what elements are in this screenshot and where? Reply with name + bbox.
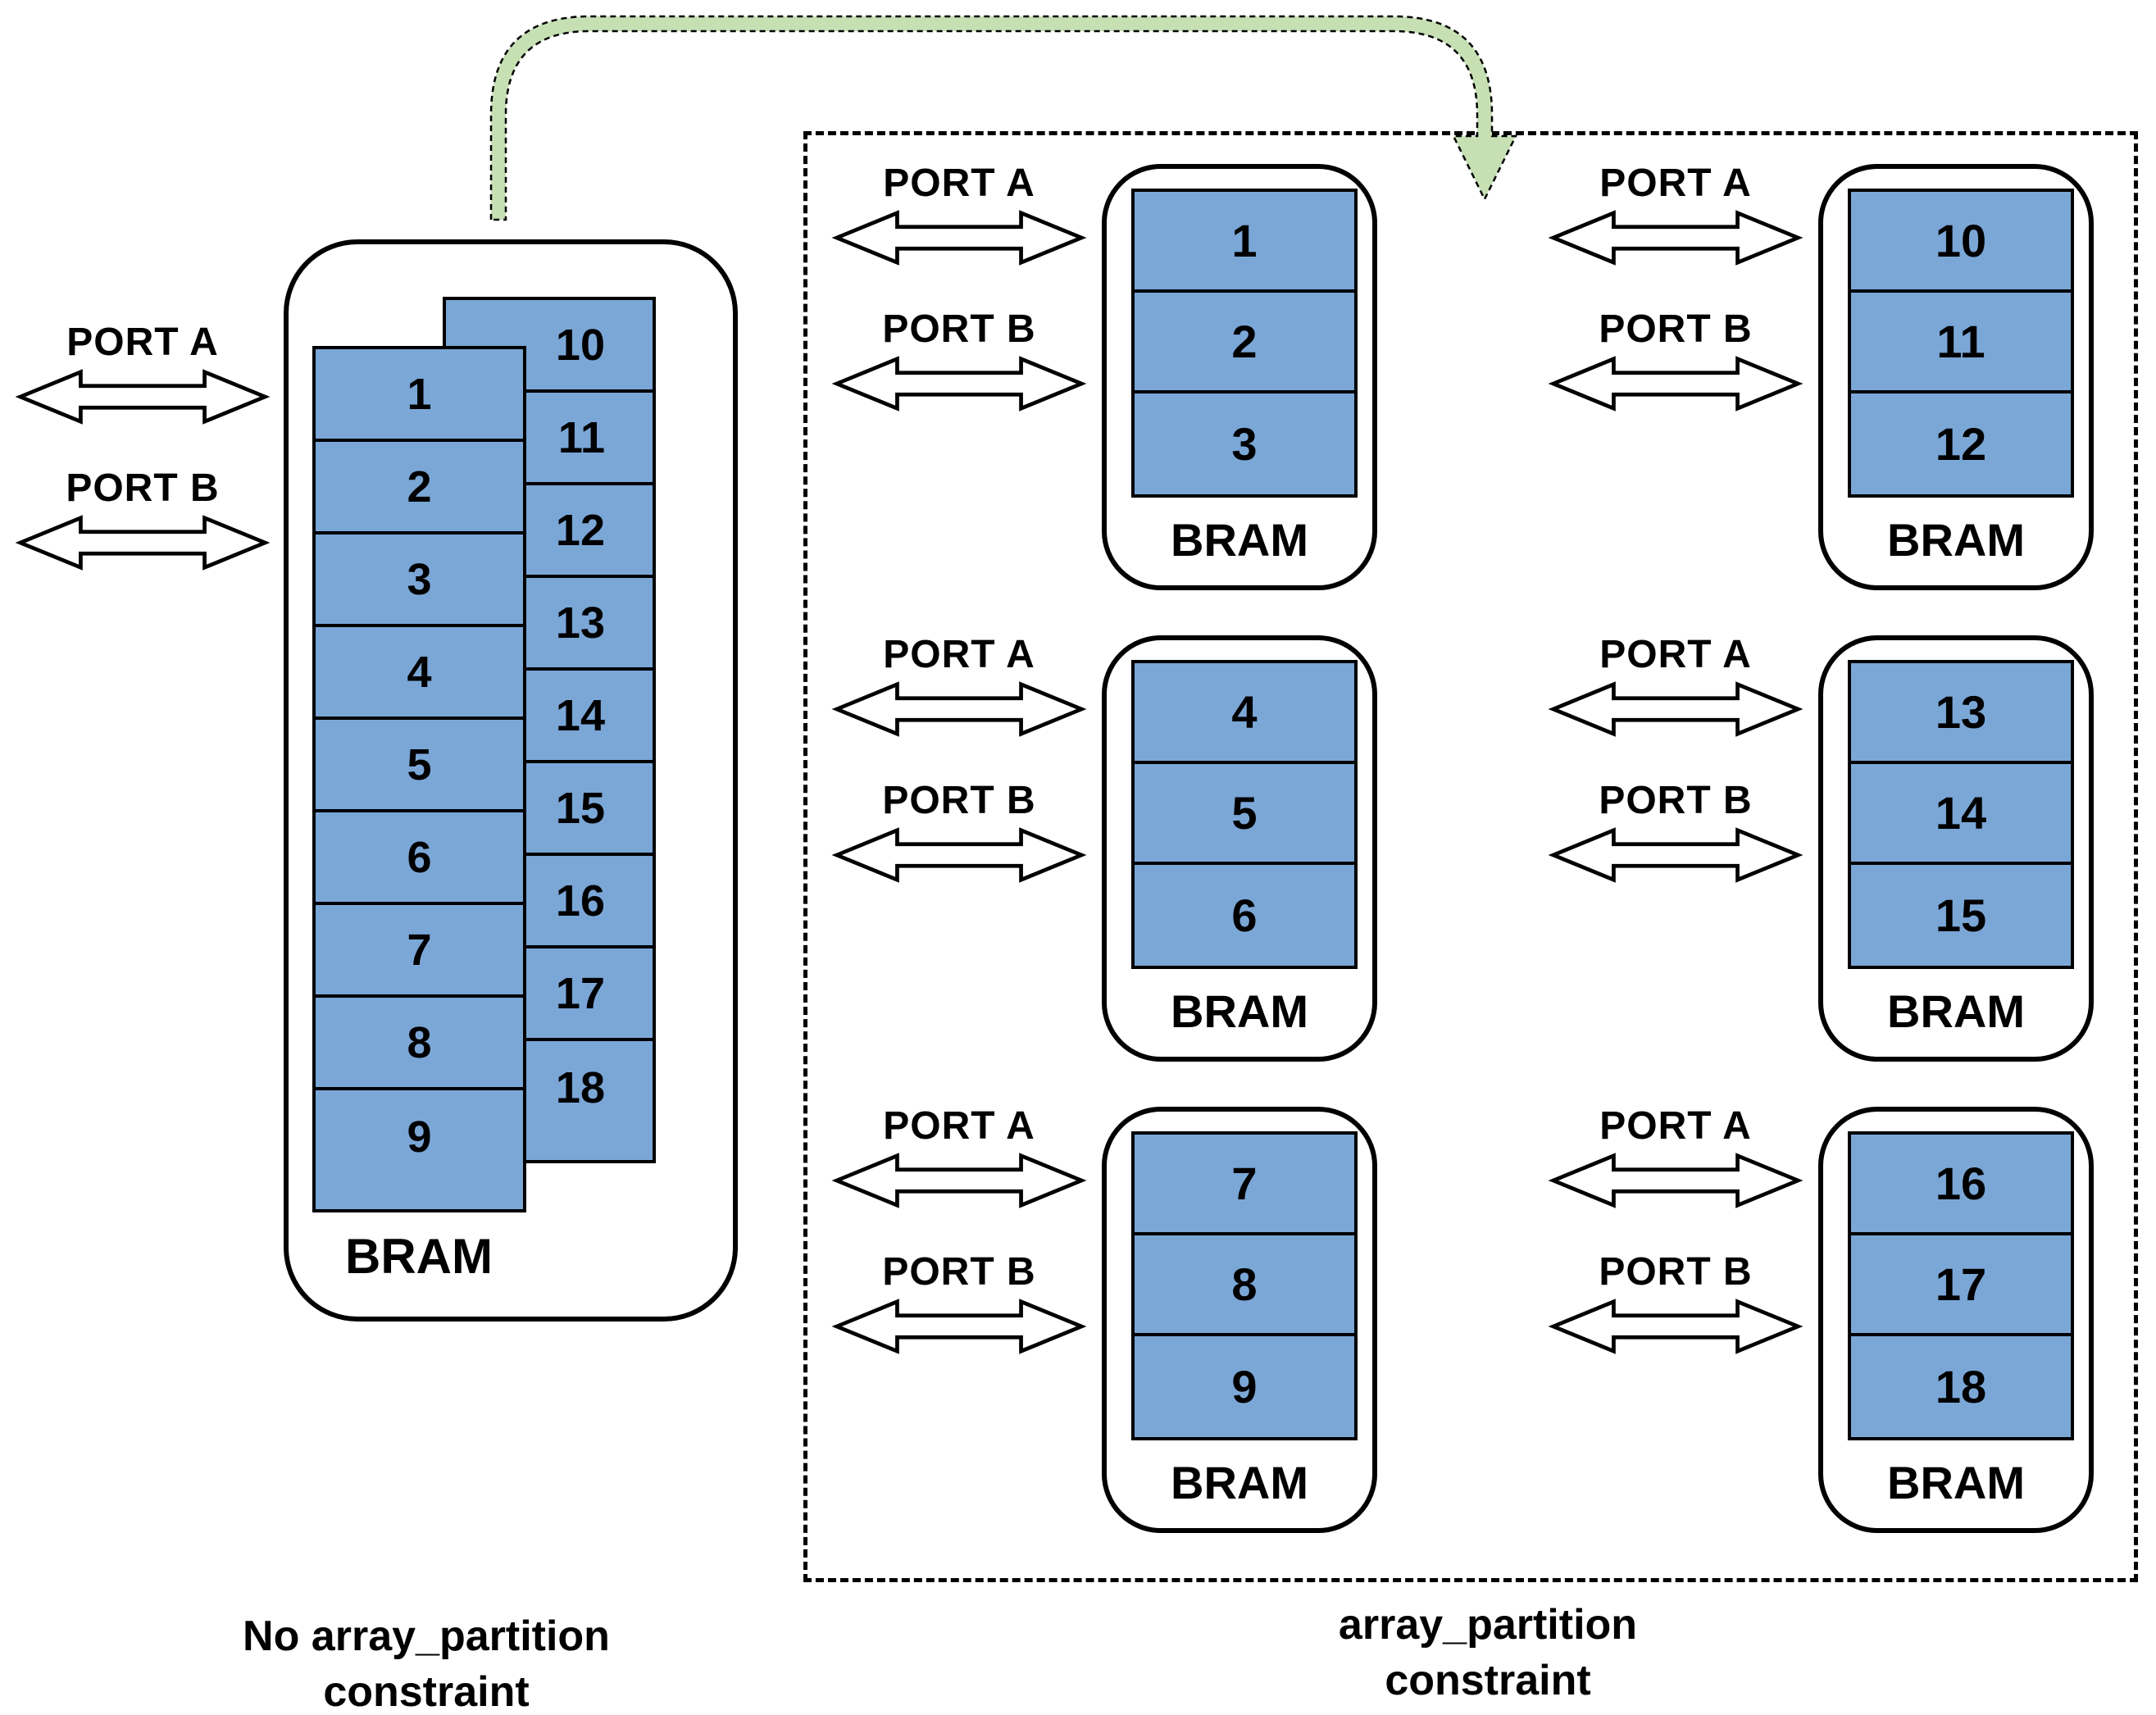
- memory-stack: 4 5 6: [1131, 660, 1358, 969]
- port-a-arrow-icon: [831, 681, 1087, 737]
- partitioned-bram-unit: 4 5 6 BRAM: [1102, 635, 1377, 1062]
- caption-no-partition: No array_partition constraint: [98, 1608, 754, 1715]
- port-a-arrow-icon: [1548, 210, 1803, 266]
- port-a-arrow-icon: [1548, 1153, 1803, 1208]
- port-group: PORT A PORT B: [1544, 161, 1807, 415]
- port-a-label: PORT A: [883, 633, 1035, 676]
- port-b-arrow-icon: [15, 515, 271, 571]
- bram-label: BRAM: [345, 1229, 493, 1284]
- bram-label: BRAM: [1171, 985, 1308, 1037]
- port-a-arrow-icon: [831, 1153, 1087, 1208]
- port-group-left-bram: PORT A PORT B: [11, 320, 274, 574]
- port-b-arrow-icon: [831, 1299, 1087, 1354]
- port-b-label: PORT B: [882, 779, 1036, 822]
- memory-cell: 13: [1851, 663, 2071, 764]
- memory-cell: 11: [446, 393, 653, 485]
- memory-cell: 14: [446, 671, 653, 763]
- memory-cell: 16: [446, 856, 653, 948]
- port-b-label: PORT B: [882, 1250, 1036, 1294]
- memory-cell: 4: [1135, 663, 1354, 764]
- port-b-arrow-icon: [1548, 356, 1803, 412]
- port-group: PORT A PORT B: [1544, 1103, 1807, 1358]
- memory-cell: 16: [1851, 1135, 2071, 1235]
- memory-cell: 6: [316, 812, 523, 905]
- memory-cell: 13: [446, 578, 653, 671]
- memory-cell: 7: [316, 905, 523, 998]
- port-a-arrow-icon: [831, 210, 1087, 266]
- caption-line: array_partition: [1338, 1601, 1638, 1649]
- port-b-label: PORT B: [882, 307, 1036, 351]
- bram-label: BRAM: [1887, 514, 2025, 566]
- memory-cell: 8: [1135, 1235, 1354, 1336]
- memory-cell: 7: [1135, 1135, 1354, 1235]
- port-b-label: PORT B: [1599, 1250, 1753, 1294]
- memory-cell: 5: [1135, 764, 1354, 865]
- memory-cell: 1: [1135, 192, 1354, 293]
- port-group: PORT A PORT B: [828, 161, 1090, 415]
- memory-cell: 2: [316, 442, 523, 535]
- partitioned-bram-unit: 1 2 3 BRAM: [1102, 164, 1377, 590]
- port-a-arrow-icon: [1548, 681, 1803, 737]
- port-a-label: PORT A: [1599, 161, 1752, 205]
- memory-cell: 10: [1851, 192, 2071, 293]
- port-b-arrow-icon: [1548, 1299, 1803, 1354]
- port-a-label: PORT A: [883, 161, 1035, 205]
- memory-cell: 12: [1935, 418, 1987, 470]
- port-a-label: PORT A: [1599, 1104, 1752, 1148]
- memory-stack: 16 17 18: [1848, 1131, 2074, 1440]
- caption-line: constraint: [323, 1668, 530, 1715]
- memory-stack: 13 14 15: [1848, 660, 2074, 969]
- port-b-label: PORT B: [66, 466, 220, 510]
- partitioned-bram-unit: 16 17 18 BRAM: [1818, 1107, 2094, 1533]
- bram-label: BRAM: [1887, 1457, 2025, 1508]
- port-b-arrow-icon: [831, 356, 1087, 412]
- memory-stack-front: 1 2 3 4 5 6 7 8 9: [312, 346, 526, 1212]
- bram-label: BRAM: [1887, 985, 2025, 1037]
- memory-cell: 10: [446, 300, 653, 393]
- memory-cell: 5: [316, 720, 523, 812]
- port-b-arrow-icon: [831, 827, 1087, 883]
- bram-label: BRAM: [1171, 1457, 1308, 1508]
- memory-cell: 12: [446, 485, 653, 578]
- port-b-arrow-icon: [1548, 827, 1803, 883]
- port-b-label: PORT B: [1599, 307, 1753, 351]
- partitioned-bram-unit: 13 14 15 BRAM: [1818, 635, 2094, 1062]
- port-a-label: PORT A: [883, 1104, 1035, 1148]
- memory-cell: 14: [1851, 764, 2071, 865]
- memory-cell: 18: [1935, 1361, 1987, 1412]
- memory-stack: 10 11 12: [1848, 189, 2074, 498]
- memory-cell: 4: [316, 627, 523, 720]
- memory-cell: 11: [1851, 293, 2071, 393]
- port-group: PORT A PORT B: [828, 632, 1090, 886]
- port-a-arrow-icon: [15, 369, 271, 425]
- port-group: PORT A PORT B: [828, 1103, 1090, 1358]
- caption-line: No array_partition: [243, 1613, 610, 1660]
- memory-cell: 18: [555, 1062, 605, 1112]
- memory-cell: 9: [1231, 1361, 1258, 1412]
- port-group: PORT A PORT B: [1544, 632, 1807, 886]
- memory-cell: 1: [316, 349, 523, 442]
- port-a-label: PORT A: [1599, 633, 1752, 676]
- memory-cell: 3: [1231, 418, 1258, 470]
- caption-partition: array_partition constraint: [1160, 1597, 1816, 1708]
- port-a-label: PORT A: [66, 321, 219, 364]
- memory-cell: 15: [1935, 889, 1987, 941]
- memory-cell: 17: [446, 948, 653, 1041]
- memory-cell: 6: [1231, 889, 1258, 941]
- port-b-label: PORT B: [1599, 779, 1753, 822]
- memory-cell: 3: [316, 535, 523, 627]
- memory-cell: 2: [1135, 293, 1354, 393]
- memory-stack: 7 8 9: [1131, 1131, 1358, 1440]
- partitioned-bram-unit: 10 11 12 BRAM: [1818, 164, 2094, 590]
- bram-label: BRAM: [1171, 514, 1308, 566]
- memory-cell: 9: [407, 1112, 432, 1162]
- memory-cell: 15: [446, 763, 653, 856]
- memory-cell: 8: [316, 998, 523, 1090]
- memory-cell: 17: [1851, 1235, 2071, 1336]
- partitioned-bram-unit: 7 8 9 BRAM: [1102, 1107, 1377, 1533]
- caption-line: constraint: [1385, 1657, 1591, 1704]
- memory-stack: 1 2 3: [1131, 189, 1358, 498]
